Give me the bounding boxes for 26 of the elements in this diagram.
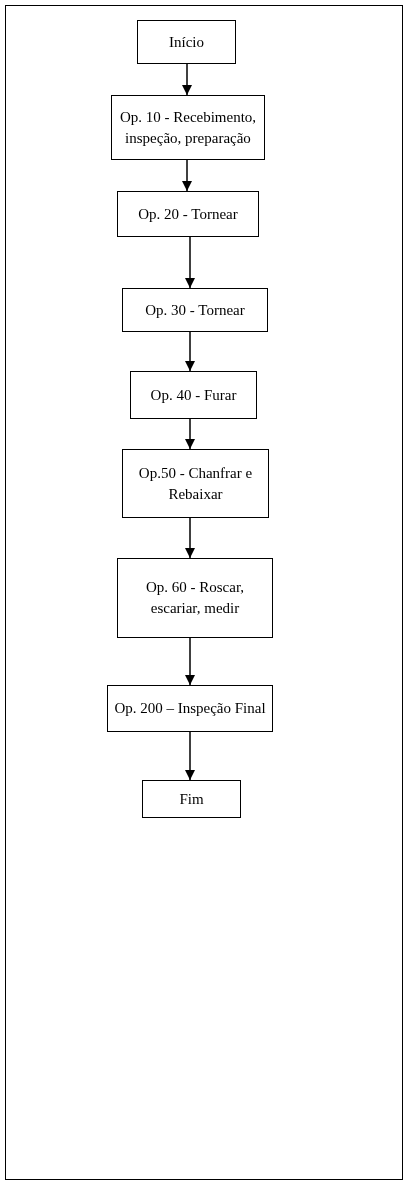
arrow — [185, 637, 195, 686]
process-label: Op. 200 – Inspeção Final — [114, 699, 266, 718]
process-label: Op. 40 - Furar — [150, 385, 237, 405]
process-box — [111, 95, 265, 160]
arrow — [185, 331, 195, 372]
process-label: Início — [169, 32, 204, 52]
process-box — [137, 20, 236, 64]
process-box — [107, 685, 273, 732]
arrow — [182, 159, 192, 192]
process-box — [117, 558, 273, 638]
process-box — [122, 288, 268, 332]
arrow — [185, 418, 195, 450]
arrow — [182, 63, 192, 96]
process-label: Op.50 - Chanfrar e Rebaixar — [137, 463, 254, 504]
process-label: Op. 60 - Roscar, escariar, medir — [144, 578, 246, 618]
process-box — [130, 371, 257, 419]
process-box — [142, 780, 241, 818]
process-box — [122, 449, 269, 518]
process-label: Fim — [179, 789, 204, 809]
process-label: Op. 20 - Tornear — [138, 204, 238, 224]
process-box — [117, 191, 259, 237]
arrow — [185, 731, 195, 781]
arrow — [185, 236, 195, 289]
process-label: Op. 10 - Recebimento, inspeção, preparação — [118, 107, 258, 148]
process-label: Op. 30 - Tornear — [145, 300, 245, 320]
arrow — [185, 517, 195, 559]
